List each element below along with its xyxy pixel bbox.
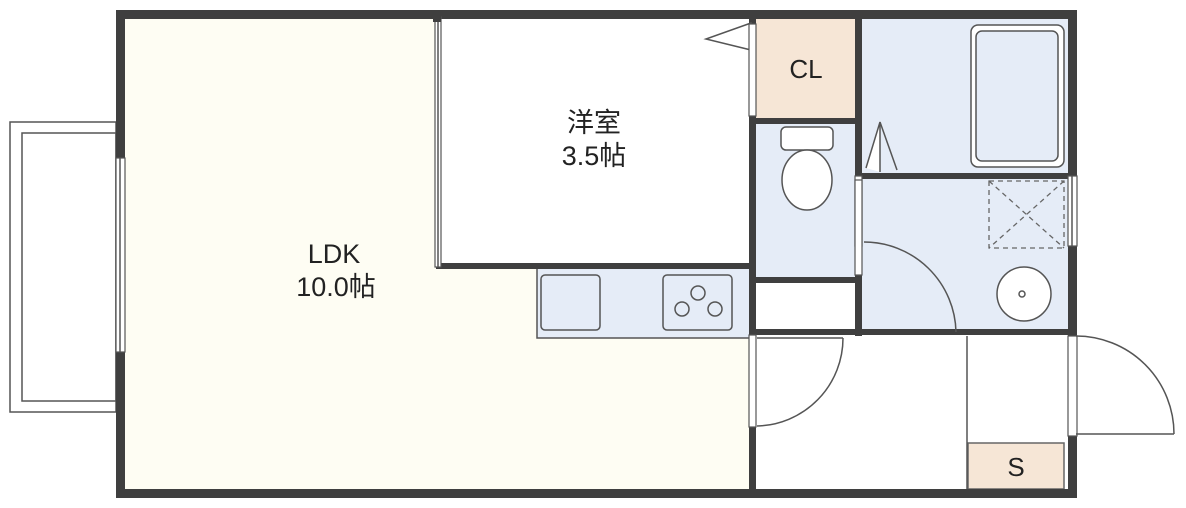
ldk-door xyxy=(748,334,844,428)
window-balcony xyxy=(115,157,126,353)
burner-icon xyxy=(707,301,723,317)
shoe-storage-box xyxy=(967,442,1065,490)
toilet-door xyxy=(854,179,863,276)
stove-top xyxy=(662,274,733,331)
ldk-size: 10.0帖 xyxy=(296,272,376,302)
burner-icon xyxy=(690,285,706,301)
washing-machine-space xyxy=(988,180,1065,249)
toilet xyxy=(780,126,834,211)
entrance-door xyxy=(1067,335,1175,437)
bathroom-door xyxy=(865,121,898,172)
western-room-size: 3.5帖 xyxy=(562,141,627,171)
wall-stub xyxy=(433,10,441,22)
sliding-door xyxy=(434,16,442,268)
closet-floor xyxy=(755,17,858,121)
balcony xyxy=(9,121,117,413)
kitchen-sink xyxy=(540,274,601,331)
western-room-name: 洋室 xyxy=(567,108,621,138)
closet-door xyxy=(748,23,757,117)
bathtub xyxy=(970,24,1065,168)
shoe-storage-label: S xyxy=(1007,452,1024,482)
walls xyxy=(116,10,1077,498)
corridor-storage-floor xyxy=(755,282,858,332)
closet-label: CL xyxy=(789,54,822,84)
wash-basin xyxy=(992,261,1064,328)
burner-icon xyxy=(674,301,690,317)
western-room-floor xyxy=(438,17,755,265)
window-washroom xyxy=(1067,175,1078,247)
kitchen-counter xyxy=(536,266,754,339)
ldk-name: LDK xyxy=(308,239,361,269)
